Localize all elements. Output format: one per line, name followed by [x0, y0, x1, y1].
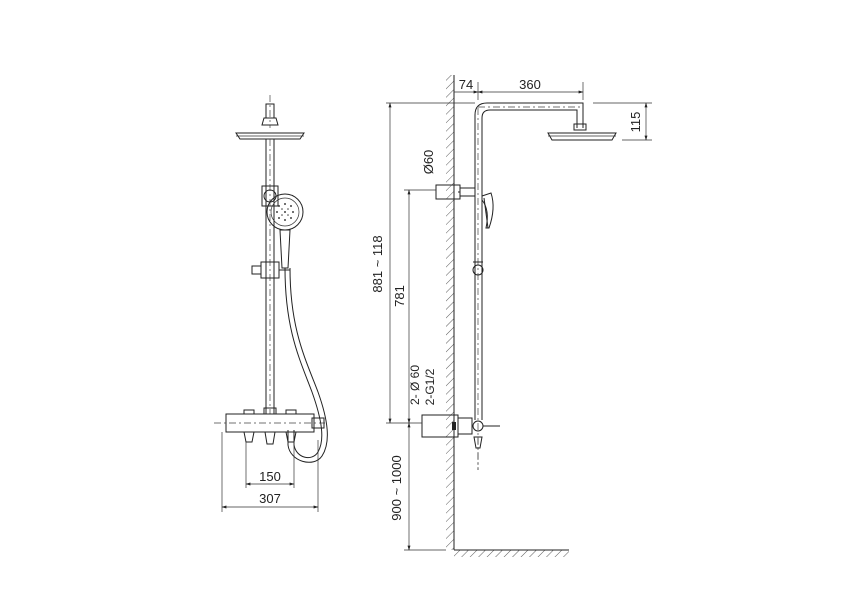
dim-inlet-spacing: 150 [245, 442, 295, 488]
front-slider [251, 261, 290, 279]
dim-inlet-flange-label: 2- Ø 60 [408, 365, 422, 405]
dim-bar-height-label: 781 [392, 285, 407, 307]
floor-hatch [454, 550, 569, 557]
dim-total-height-label: 881 ~ 118 [370, 235, 385, 292]
dim-flange-label: Ø60 [421, 150, 436, 175]
front-hand-shower [266, 193, 304, 269]
side-hand-shower [481, 192, 494, 229]
side-shower-head [547, 123, 617, 141]
front-shower-head [235, 103, 305, 140]
dim-inlet-spacing-label: 150 [259, 469, 281, 484]
dim-bar-height: 781 [392, 189, 436, 424]
dim-head-height-label: 115 [628, 112, 643, 133]
side-riser-outer [474, 102, 584, 420]
front-hose [284, 267, 323, 459]
side-thermostatic-valve [421, 414, 500, 470]
side-slider-knob [472, 264, 484, 276]
wall-hatch [446, 75, 454, 550]
side-view: 74 360 115 Ø60 881 ~ 118 781 2- Ø 60 2-G… [370, 75, 652, 557]
dim-head-height: 115 [593, 102, 652, 141]
dim-mount-height: 900 ~ 1000 [389, 422, 446, 551]
dim-arm: 74 360 [454, 77, 584, 100]
side-wall-bracket [435, 184, 476, 200]
dim-valve-width: 307 [221, 432, 319, 512]
dim-total-height: 881 ~ 118 [370, 102, 475, 424]
dim-inlet-thread-label: 2-G1/2 [423, 368, 437, 405]
side-riser-inner [481, 109, 578, 420]
dim-arm-length-label: 360 [519, 77, 541, 92]
dim-valve-width-label: 307 [259, 491, 281, 506]
dim-mount-height-label: 900 ~ 1000 [389, 455, 404, 520]
front-view: 150 307 [214, 95, 328, 512]
dim-arm-offset-label: 74 [459, 77, 473, 92]
